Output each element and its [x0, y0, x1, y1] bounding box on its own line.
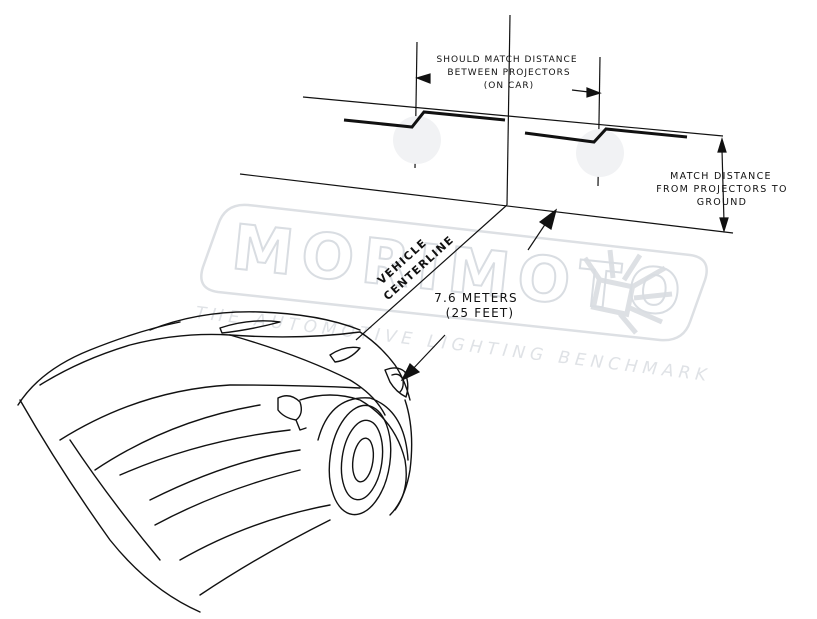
car-hood-vent — [219, 320, 281, 334]
beam-cutoffs — [343, 110, 688, 144]
right-label: MATCH DISTANCE FROM PROJECTORS TO GROUND — [656, 171, 788, 208]
watermark-sunburst-icon — [582, 249, 673, 335]
distance-label: 7.6 METERS (25 FEET) — [434, 291, 518, 320]
car-hood-crease — [94, 404, 261, 471]
distance-label-line-1: 7.6 METERS — [434, 291, 518, 305]
car-hood-front — [229, 334, 386, 416]
right-dim-line — [721, 149, 725, 223]
top-label: SHOULD MATCH DISTANCE BETWEEN PROJECTORS… — [436, 55, 577, 91]
car-roof — [17, 321, 181, 406]
right-dim-top-arrowhead — [717, 136, 727, 153]
car-rear-haunch — [19, 399, 201, 613]
top-label-line-3: (ON CAR) — [484, 81, 534, 91]
distance-label-line-2: (25 FEET) — [446, 306, 515, 320]
car-hood-left — [59, 384, 361, 441]
car-windshield-top — [149, 311, 361, 331]
vehicle-centerline-line — [355, 204, 508, 341]
right-beam-cutoff — [524, 127, 688, 144]
wall-centerline — [506, 14, 511, 206]
car-headlight-inner — [391, 373, 404, 393]
car-front-fender — [299, 394, 407, 511]
car-headlight — [384, 367, 409, 398]
top-label-line-1: SHOULD MATCH DISTANCE — [436, 55, 577, 65]
car-hood-edge — [359, 331, 411, 401]
car-lower-body — [199, 519, 331, 596]
distance-arrowhead-top — [538, 208, 558, 230]
car-door-line-1 — [119, 429, 291, 476]
car-windshield-frame — [39, 333, 231, 386]
car-front-hub — [351, 437, 375, 483]
car-hood-scoop — [329, 346, 361, 363]
car-rear-line — [69, 439, 161, 561]
ground-line — [239, 173, 734, 234]
car-illustration — [17, 311, 413, 613]
right-label-line-3: GROUND — [697, 197, 748, 208]
car-front-rim — [340, 419, 384, 501]
top-dim-left-arrowhead — [415, 73, 431, 84]
watermark-badge-outline — [200, 203, 708, 342]
top-label-line-2: BETWEEN PROJECTORS — [447, 68, 570, 78]
car-mirror-stem — [295, 419, 307, 431]
car-side-mirror — [277, 395, 303, 421]
right-label-line-1: MATCH DISTANCE — [670, 171, 772, 182]
left-beam-cutoff — [343, 110, 506, 129]
reference-lines — [239, 14, 734, 234]
car-bumper — [389, 399, 413, 516]
left-hotspot — [393, 116, 441, 164]
car-wheel-arch — [317, 397, 409, 461]
wall-top-line — [302, 96, 724, 137]
car-front-tire — [328, 404, 392, 516]
car-a-pillar — [229, 331, 361, 338]
top-dim-right-arrowhead — [586, 87, 602, 98]
car-door-line-2 — [149, 449, 301, 501]
car-side-intake — [154, 469, 301, 526]
right-label-line-2: FROM PROJECTORS TO — [656, 184, 788, 195]
car-side-sill — [179, 504, 331, 561]
right-dim-bottom-arrowhead — [719, 217, 729, 234]
distance-line-lower — [409, 334, 446, 373]
